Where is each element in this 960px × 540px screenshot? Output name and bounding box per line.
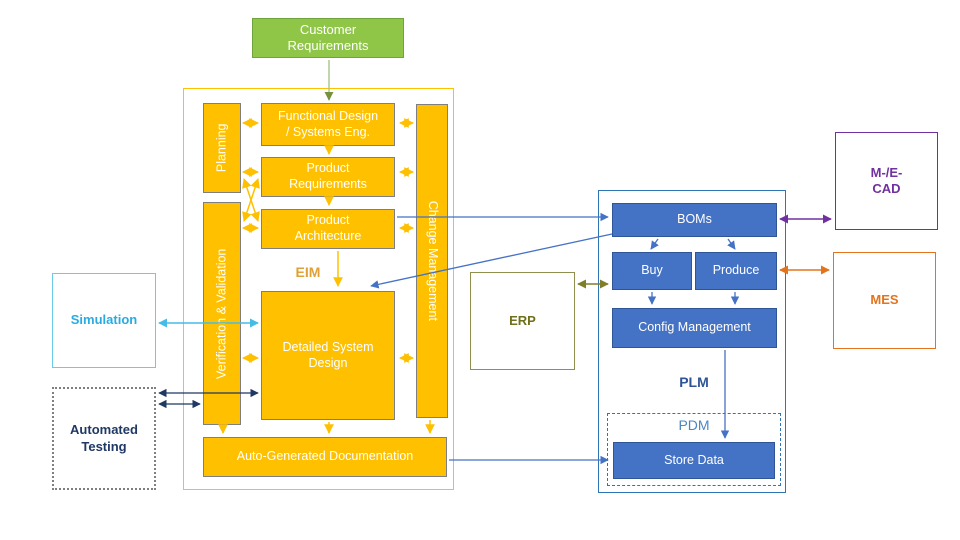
detailed-system-design-box: Detailed System Design bbox=[261, 291, 395, 420]
functional-design-box: Functional Design / Systems Eng. bbox=[261, 103, 395, 146]
store-data-label: Store Data bbox=[664, 452, 724, 467]
simulation-box: Simulation bbox=[52, 273, 156, 368]
product-architecture-label: Product Architecture bbox=[294, 213, 362, 243]
produce-box: Produce bbox=[695, 252, 777, 290]
customer-requirements-label: Customer Requirements bbox=[287, 21, 369, 53]
mcad-box: M-/E- CAD bbox=[835, 132, 938, 230]
engineering-container bbox=[183, 88, 454, 490]
boms-label: BOMs bbox=[677, 212, 712, 227]
produce-label: Produce bbox=[712, 263, 760, 278]
auto-generated-documentation-box: Auto-Generated Documentation bbox=[203, 437, 447, 477]
config-management-label: Config Management bbox=[638, 320, 751, 335]
automated-testing-box: Automated Testing bbox=[52, 387, 156, 490]
erp-label: ERP bbox=[509, 312, 536, 328]
product-architecture-box: Product Architecture bbox=[261, 209, 395, 249]
mes-label: MES bbox=[870, 292, 899, 308]
config-management-box: Config Management bbox=[612, 308, 777, 348]
planning-label: Planning bbox=[214, 123, 229, 173]
pdm-label: PDM bbox=[678, 417, 710, 433]
detailed-system-design-label: Detailed System Design bbox=[282, 339, 374, 370]
planning-box: Planning bbox=[203, 103, 241, 193]
store-data-box: Store Data bbox=[613, 442, 775, 479]
automated-testing-label: Automated Testing bbox=[70, 422, 138, 454]
simulation-label: Simulation bbox=[70, 312, 138, 328]
pdm-container bbox=[607, 413, 781, 486]
buy-box: Buy bbox=[612, 252, 692, 290]
buy-label: Buy bbox=[641, 263, 663, 278]
product-requirements-label: Product Requirements bbox=[289, 161, 367, 191]
verification-validation-box: Verification & Validation bbox=[203, 202, 241, 425]
product-requirements-box: Product Requirements bbox=[261, 157, 395, 197]
change-management-label: Change Management bbox=[425, 200, 440, 322]
erp-box: ERP bbox=[470, 272, 575, 370]
eim-label: EIM bbox=[295, 264, 321, 280]
boms-box: BOMs bbox=[612, 203, 777, 237]
mes-box: MES bbox=[833, 252, 936, 349]
change-management-box: Change Management bbox=[416, 104, 448, 418]
verification-validation-label: Verification & Validation bbox=[214, 248, 229, 379]
plm-container bbox=[598, 190, 786, 493]
auto-generated-documentation-label: Auto-Generated Documentation bbox=[236, 449, 414, 464]
mcad-label: M-/E- CAD bbox=[870, 164, 903, 196]
plm-label: PLM bbox=[679, 374, 709, 390]
functional-design-label: Functional Design / Systems Eng. bbox=[277, 108, 379, 139]
customer-requirements-box: Customer Requirements bbox=[252, 18, 404, 58]
